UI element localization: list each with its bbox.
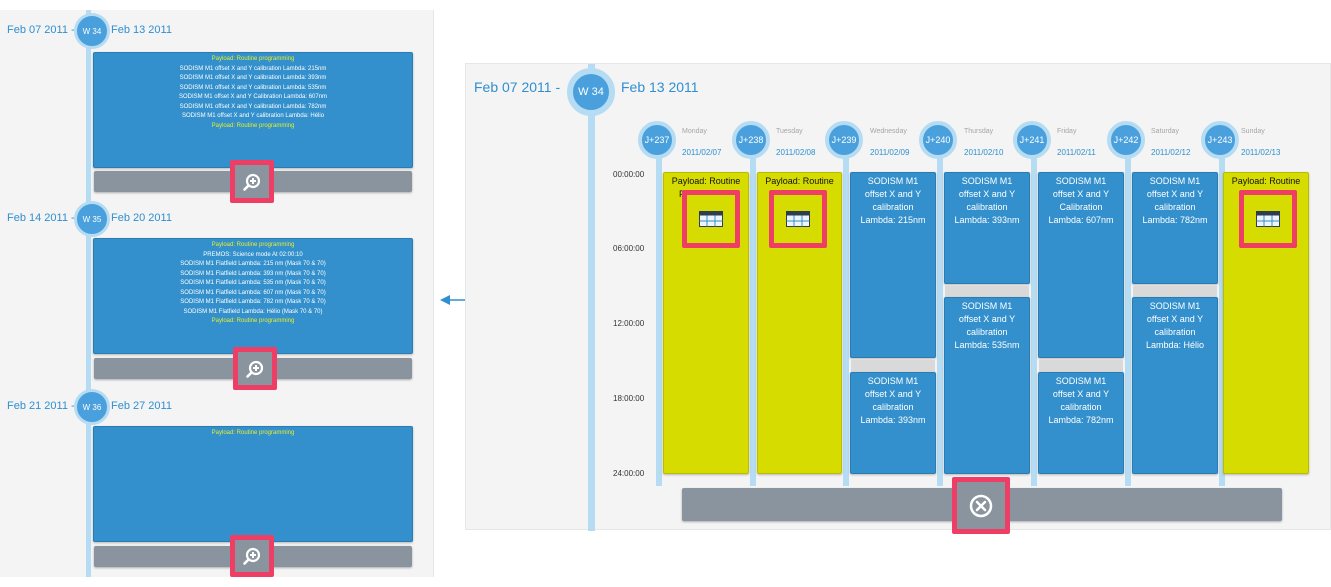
day-badge[interactable]: J+240 <box>919 121 957 159</box>
week-range-end-w34: Feb 13 2011 <box>111 24 172 36</box>
day-column-line <box>937 134 943 486</box>
zoom-in-icon <box>243 547 261 565</box>
card-line: Payload: Routine programming <box>211 242 295 248</box>
event-table-button[interactable] <box>682 190 740 248</box>
day-column-line <box>656 134 662 486</box>
card-line: Payload: Routine programming <box>211 122 295 129</box>
day-date: 2011/02/07 <box>682 148 722 157</box>
event-gap <box>1133 286 1217 297</box>
week-badge-w35[interactable]: W 35 <box>74 201 110 237</box>
week-range-end: Feb 13 2011 <box>621 79 699 95</box>
hour-label: 00:00:00 <box>613 170 645 179</box>
card-line: SODISM M1 offset X and Y calibration Lam… <box>181 113 325 119</box>
card-line: SODISM M1 Flatfield Lambda: 607 nm (Mask… <box>180 289 326 296</box>
day-date: 2011/02/09 <box>870 148 910 157</box>
zoom-in-button[interactable] <box>233 347 277 390</box>
card-line: Payload: Routine programming <box>211 56 295 62</box>
event-table-button[interactable] <box>769 190 827 248</box>
event-gap <box>1039 360 1123 372</box>
day-name: Saturday <box>1151 128 1180 135</box>
event-table-button[interactable] <box>1239 190 1297 248</box>
day-badge[interactable]: J+242 <box>1107 121 1145 159</box>
weekly-overview-panel: Feb 07 2011 - W 34 Feb 13 2011 Payload: … <box>0 10 434 577</box>
week-detail-panel: Feb 07 2011 - W 34 Feb 13 2011 00:00:00 … <box>465 63 1331 534</box>
day-column-line <box>750 134 756 486</box>
close-detail-button[interactable] <box>952 477 1010 534</box>
day-column-line <box>1219 134 1225 486</box>
timeline-line <box>588 64 595 531</box>
card-line: PREMOS: Science mode At 02:00:10 <box>203 251 303 258</box>
day-badge[interactable]: J+238 <box>732 121 770 159</box>
day-name: Thursday <box>964 128 994 135</box>
week-badge-w36[interactable]: W 36 <box>74 389 110 425</box>
week-range-end-w35: Feb 20 2011 <box>111 212 172 224</box>
hour-label: 24:00:00 <box>613 469 645 478</box>
hour-label: 06:00:00 <box>613 244 645 253</box>
card-line: SODISM M1 offset X and Y Calibration Lam… <box>178 94 328 100</box>
card-line: SODISM M1 offset X and Y calibration Lam… <box>179 75 327 81</box>
week-range-w36: Feb 21 2011 - <box>7 400 75 412</box>
day-badge[interactable]: J+243 <box>1201 121 1239 159</box>
timeline-line <box>86 10 91 577</box>
day-column-line <box>1125 134 1131 486</box>
day-badge[interactable]: J+241 <box>1013 121 1051 159</box>
day-column-line <box>1031 134 1037 486</box>
week-badge[interactable]: W 34 <box>567 68 615 116</box>
day-date: 2011/02/12 <box>1151 148 1191 157</box>
card-line: SODISM M1 Flatfield Lambda: Hélio (Mask … <box>183 308 323 315</box>
day-column-line <box>843 134 849 486</box>
card-line: SODISM M1 Flatfield Lambda: 393 nm (Mask… <box>180 270 326 277</box>
close-circle-icon <box>969 494 993 517</box>
event-gap <box>851 360 935 372</box>
zoom-in-icon <box>243 173 261 191</box>
zoom-in-button[interactable] <box>230 535 274 577</box>
day-badge[interactable]: J+237 <box>638 121 676 159</box>
zoom-in-button[interactable] <box>230 160 274 203</box>
card-line: SODISM M1 offset X and Y calibration Lam… <box>179 103 327 110</box>
table-icon <box>786 211 810 227</box>
table-icon <box>699 211 723 227</box>
week-summary-card[interactable]: Payload: Routine programming <box>93 426 413 542</box>
day-name: Friday <box>1057 128 1077 135</box>
day-badge[interactable]: J+239 <box>825 121 863 159</box>
day-name: Tuesday <box>776 128 803 135</box>
zoom-in-icon <box>246 360 264 378</box>
week-range-w35: Feb 14 2011 - <box>7 212 75 224</box>
card-line: Payload: Routine programming <box>211 430 295 436</box>
card-line: SODISM M1 offset X and Y calibration Lam… <box>179 65 327 72</box>
day-date: 2011/02/10 <box>964 148 1004 157</box>
table-icon <box>1256 211 1280 227</box>
week-range-end-w36: Feb 27 2011 <box>111 400 172 412</box>
hour-label: 18:00:00 <box>613 394 645 403</box>
day-date: 2011/02/11 <box>1057 148 1096 157</box>
card-line: Payload: Routine programming <box>211 318 295 324</box>
week-badge-w34[interactable]: W 34 <box>74 13 110 49</box>
day-date: 2011/02/13 <box>1241 148 1281 157</box>
card-line: SODISM M1 Flatfield Lambda: 215 nm (Mask… <box>180 261 326 267</box>
day-date: 2011/02/08 <box>776 148 816 157</box>
card-line: SODISM M1 Flatfield Lambda: 535 nm (Mask… <box>180 280 326 286</box>
week-range-w34: Feb 07 2011 - <box>7 24 75 36</box>
day-name: Monday <box>682 128 707 135</box>
week-range: Feb 07 2011 - <box>474 79 561 95</box>
day-name: Sunday <box>1241 128 1265 135</box>
card-line: SODISM M1 Flatfield Lambda: 782 nm (Mask… <box>180 299 326 305</box>
day-name: Wednesday <box>870 128 907 135</box>
hour-label: 12:00:00 <box>613 319 645 328</box>
event-gap <box>945 286 1029 297</box>
card-line: SODISM M1 offset X and Y calibration Lam… <box>179 84 327 91</box>
